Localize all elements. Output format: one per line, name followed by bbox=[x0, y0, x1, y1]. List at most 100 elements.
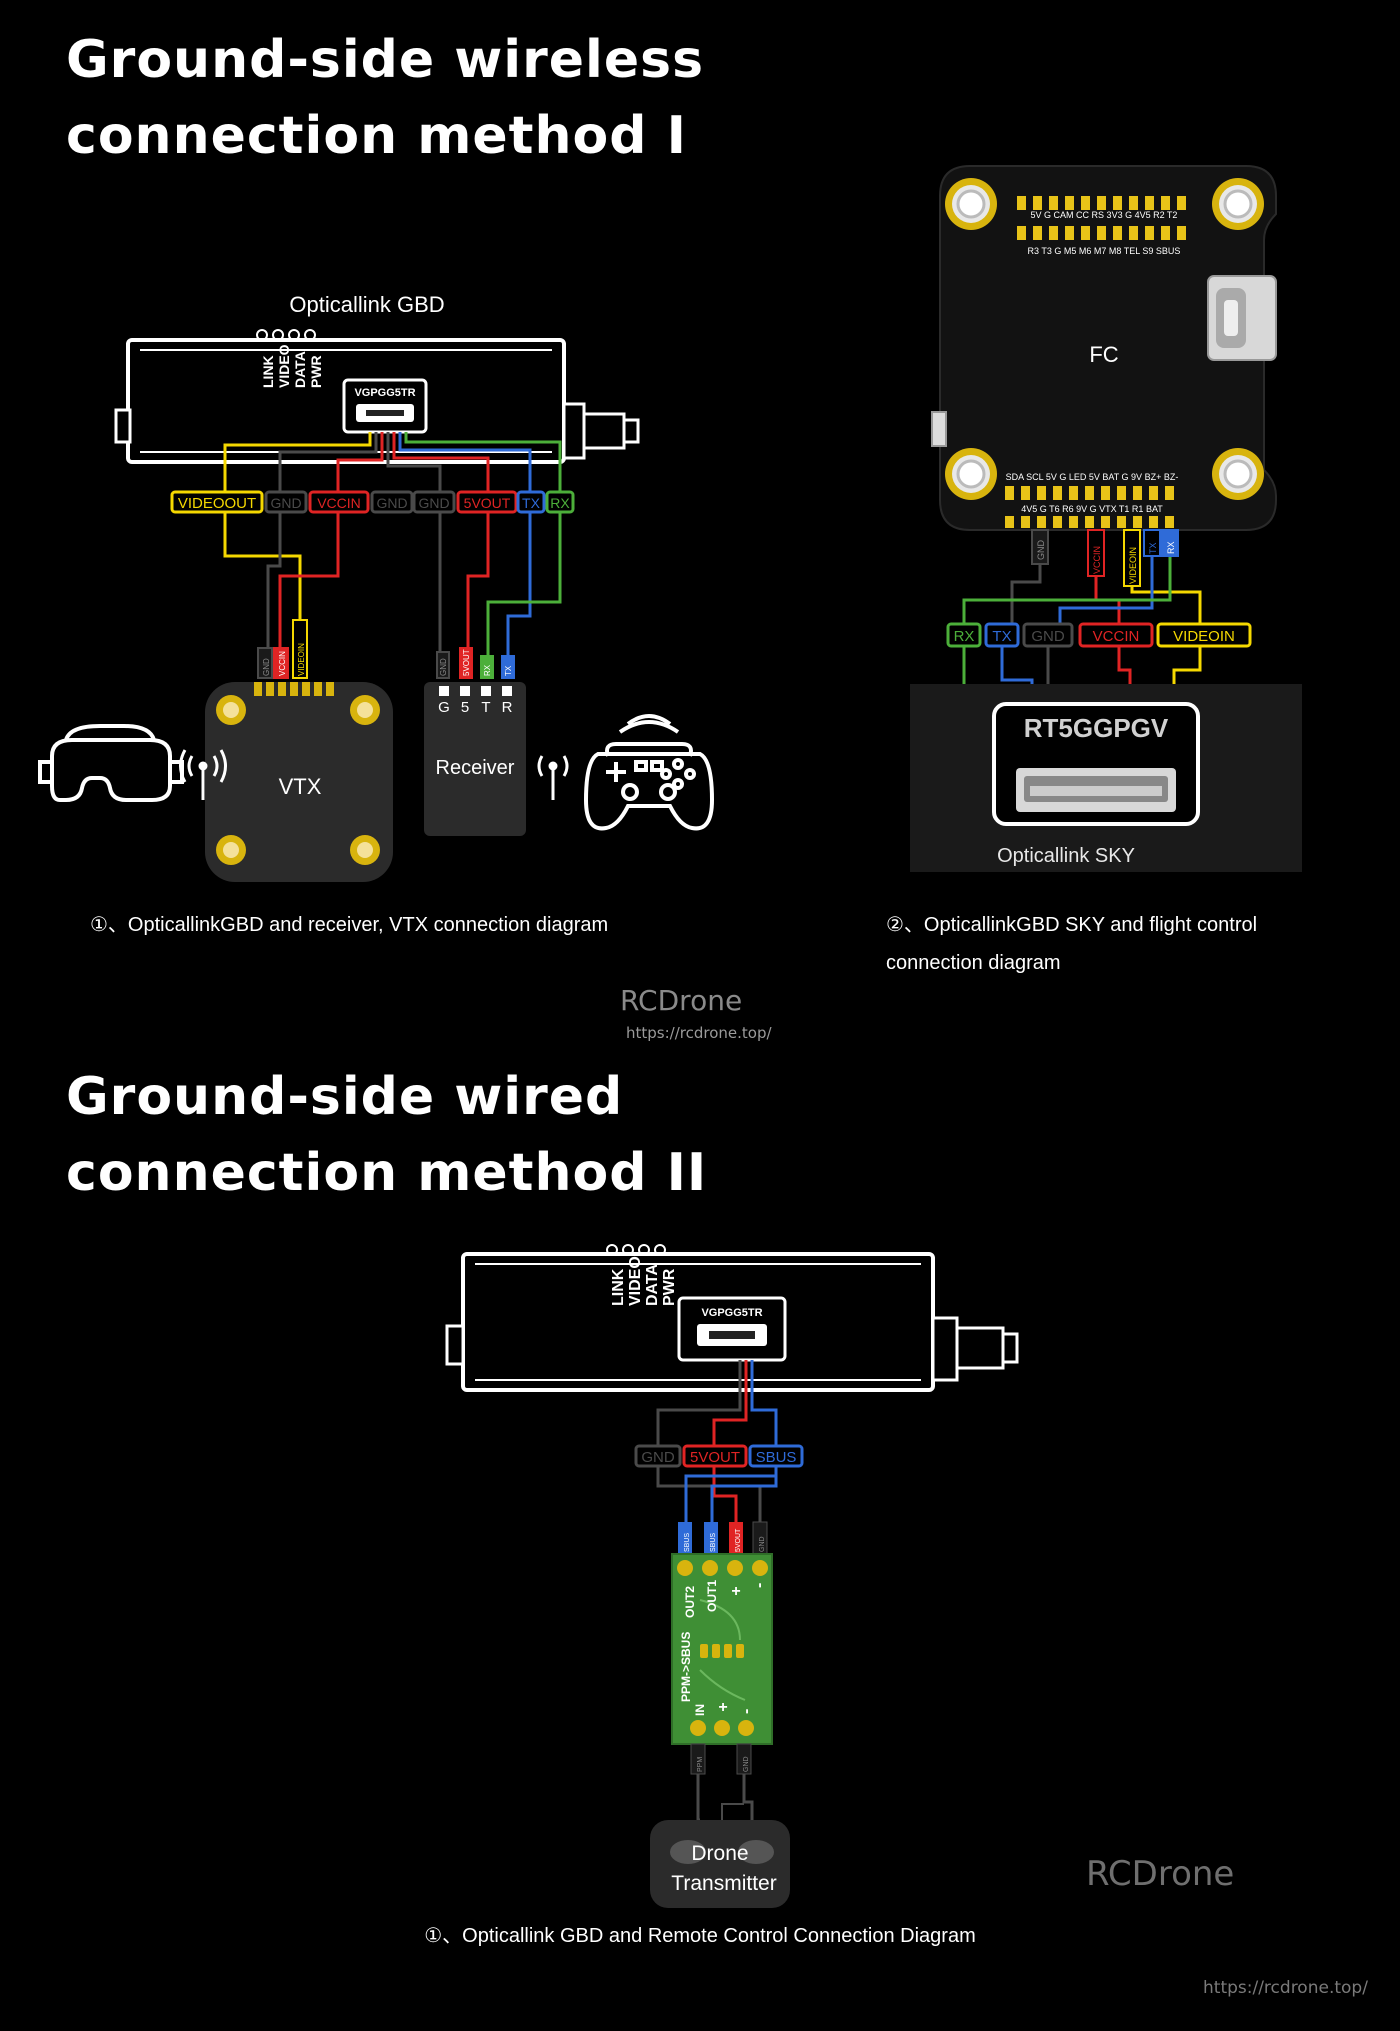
section1-title-line1: Ground-side wireless bbox=[66, 30, 705, 90]
led-label-video: VIDEO bbox=[276, 344, 292, 388]
pin-box-vccin bbox=[308, 490, 370, 514]
pin-box-tx bbox=[516, 490, 546, 514]
caption-right: ②、OpticallinkGBD SKY and flight control … bbox=[886, 906, 1257, 982]
sky-box-vccin bbox=[1078, 622, 1154, 648]
pin-label-vccin: VCCIN bbox=[317, 495, 361, 511]
pin-box-rx bbox=[545, 490, 575, 514]
conv-tag-sbus2: SBUS bbox=[710, 1533, 717, 1552]
receiver-tag-rx: RX bbox=[483, 664, 492, 676]
pin-label-5vout: 5VOUT bbox=[464, 495, 511, 511]
wired-pin-labels: GND 5VOUT SBUS bbox=[634, 1444, 804, 1468]
conv-pad-minus-top: - bbox=[751, 1583, 768, 1588]
ground-wires bbox=[223, 432, 562, 660]
receiver-pad-g: G bbox=[438, 699, 450, 716]
conv-pad-plus-top: + bbox=[731, 1583, 740, 1600]
section2-title-line2: connection method II bbox=[66, 1143, 708, 1203]
gamepad-icon bbox=[583, 714, 715, 831]
sky-pin-rx: RX bbox=[954, 628, 975, 645]
conv-pad-out2: OUT2 bbox=[683, 1586, 697, 1618]
ground-unit-device bbox=[114, 329, 640, 464]
caption-left: ①、OpticallinkGBD and receiver, VTX conne… bbox=[90, 914, 609, 936]
sky-pin-videoin: VIDEOIN bbox=[1173, 628, 1235, 645]
conv-tag-gnd-bottom: GND bbox=[743, 1756, 750, 1772]
pin-box-gnd3 bbox=[412, 490, 456, 514]
pin-label-gnd1: GND bbox=[270, 495, 301, 511]
pin-label-videoout: VIDEOOUT bbox=[178, 495, 256, 512]
led-label-pwr-2: PWR bbox=[661, 1268, 678, 1306]
led-label-data-2: DATA bbox=[644, 1263, 661, 1306]
pin-label-rx: RX bbox=[550, 495, 570, 511]
transmitter-label-line1: Drone bbox=[691, 1842, 748, 1865]
transmitter-label-line2: Transmitter bbox=[671, 1872, 776, 1895]
receiver-tag-5vout: 5VOUT bbox=[462, 649, 471, 676]
receiver-module bbox=[424, 682, 526, 836]
section1-title-line2: connection method I bbox=[66, 106, 687, 166]
vtx-module bbox=[205, 682, 393, 882]
antenna-icon bbox=[179, 749, 227, 800]
conv-tag-ppm: PPM bbox=[697, 1757, 704, 1772]
sky-box-rx bbox=[946, 622, 982, 648]
receiver-pad-t: T bbox=[481, 699, 490, 716]
fc-tag-tx: TX bbox=[1148, 542, 1158, 554]
conv-pad-out1: OUT1 bbox=[705, 1580, 719, 1612]
section1-title: Ground-side wireless connection method I bbox=[66, 22, 704, 174]
vtx-tag-videoin: VIDEOIN bbox=[297, 643, 306, 676]
fc-tag-gnd: GND bbox=[1036, 540, 1046, 561]
converter-board bbox=[671, 1553, 773, 1745]
transmitter-module bbox=[650, 1820, 790, 1908]
sky-pin-vccin: VCCIN bbox=[1093, 628, 1140, 645]
wired-box-5vout bbox=[682, 1444, 748, 1468]
led-label-video-2: VIDEO bbox=[627, 1256, 644, 1306]
converter-top-wire-tags: SBUS SBUS 5VOUT GND bbox=[678, 1521, 768, 1555]
fc-bottom-pads-lower: 4V5 G T6 R6 9V G VTX T1 R1 BAT bbox=[1021, 504, 1163, 514]
wired-pin-5vout: 5VOUT bbox=[690, 1449, 740, 1466]
sky-pin-labels: RX TX GND VCCIN VIDEOIN bbox=[946, 622, 1252, 648]
sky-unit-label: Opticallink SKY bbox=[997, 845, 1135, 867]
vtx-wire-tags: GND VCCIN VIDEOIN bbox=[257, 619, 308, 679]
conv-pad-in: IN bbox=[693, 1704, 707, 1716]
led-label-link: LINK bbox=[260, 355, 276, 388]
wired-pin-gnd: GND bbox=[641, 1449, 675, 1466]
pin-box-gnd1 bbox=[264, 490, 308, 514]
receiver-pad-5: 5 bbox=[461, 699, 469, 716]
section2-title: Ground-side wired connection method II bbox=[66, 1059, 707, 1211]
vr-goggles-icon bbox=[38, 724, 184, 802]
watermark-bottom-brand: RCDrone bbox=[1086, 1854, 1235, 1894]
sky-pin-tx: TX bbox=[992, 628, 1011, 645]
ground-port-label-2: VGPGG5TR bbox=[701, 1307, 762, 1319]
wired-box-gnd bbox=[634, 1444, 682, 1468]
receiver-tag-tx: TX bbox=[504, 665, 513, 676]
conv-tag-sbus1: SBUS bbox=[684, 1533, 691, 1552]
conv-tag-gnd: GND bbox=[759, 1536, 766, 1552]
caption-right-line2: connection diagram bbox=[886, 952, 1061, 974]
fc-label: FC bbox=[1089, 342, 1118, 367]
vtx-tag-gnd: GND bbox=[262, 658, 271, 676]
conv-pad-minus-bottom: - bbox=[738, 1709, 755, 1714]
fc-top-pads-lower: R3 T3 G M5 M6 M7 M8 TEL S9 SBUS bbox=[1028, 246, 1181, 256]
fc-tag-videoin: VIDEOIN bbox=[1128, 547, 1138, 584]
conv-tag-5vout: 5VOUT bbox=[735, 1528, 742, 1552]
receiver-pad-r: R bbox=[502, 699, 513, 716]
receiver-label: Receiver bbox=[436, 757, 515, 779]
watermark-mid-url: https://rcdrone.top/ bbox=[626, 1024, 772, 1042]
sky-pin-gnd: GND bbox=[1031, 628, 1065, 645]
wired-pin-sbus: SBUS bbox=[756, 1449, 797, 1466]
converter-bottom-wire-tags: PPM GND bbox=[690, 1743, 752, 1775]
pin-box-videoout bbox=[170, 490, 264, 514]
led-label-pwr: PWR bbox=[308, 355, 324, 388]
pin-label-gnd2: GND bbox=[376, 495, 407, 511]
sky-port-label: RT5GGPGV bbox=[1024, 713, 1169, 743]
ground-unit-device-2 bbox=[445, 1244, 1019, 1392]
pin-box-gnd2 bbox=[370, 490, 414, 514]
fc-wire-tags: GND VCCIN VIDEOIN TX RX bbox=[1031, 529, 1179, 587]
section2-title-line1: Ground-side wired bbox=[66, 1067, 624, 1127]
caption-section2: ①、Opticallink GBD and Remote Control Con… bbox=[424, 1925, 976, 1947]
ground-unit-label: Opticallink GBD bbox=[289, 292, 444, 317]
fc-top-pads-upper: 5V G CAM CC RS 3V3 G 4V5 R2 T2 bbox=[1031, 210, 1178, 220]
watermark-bottom-url: https://rcdrone.top/ bbox=[1203, 1978, 1368, 1998]
caption-right-line1: ②、OpticallinkGBD SKY and flight control bbox=[886, 914, 1258, 936]
watermark-mid-brand: RCDrone bbox=[620, 984, 743, 1017]
conv-pad-plus-bottom: + bbox=[718, 1699, 727, 1716]
ground-port-label: VGPGG5TR bbox=[354, 387, 415, 399]
